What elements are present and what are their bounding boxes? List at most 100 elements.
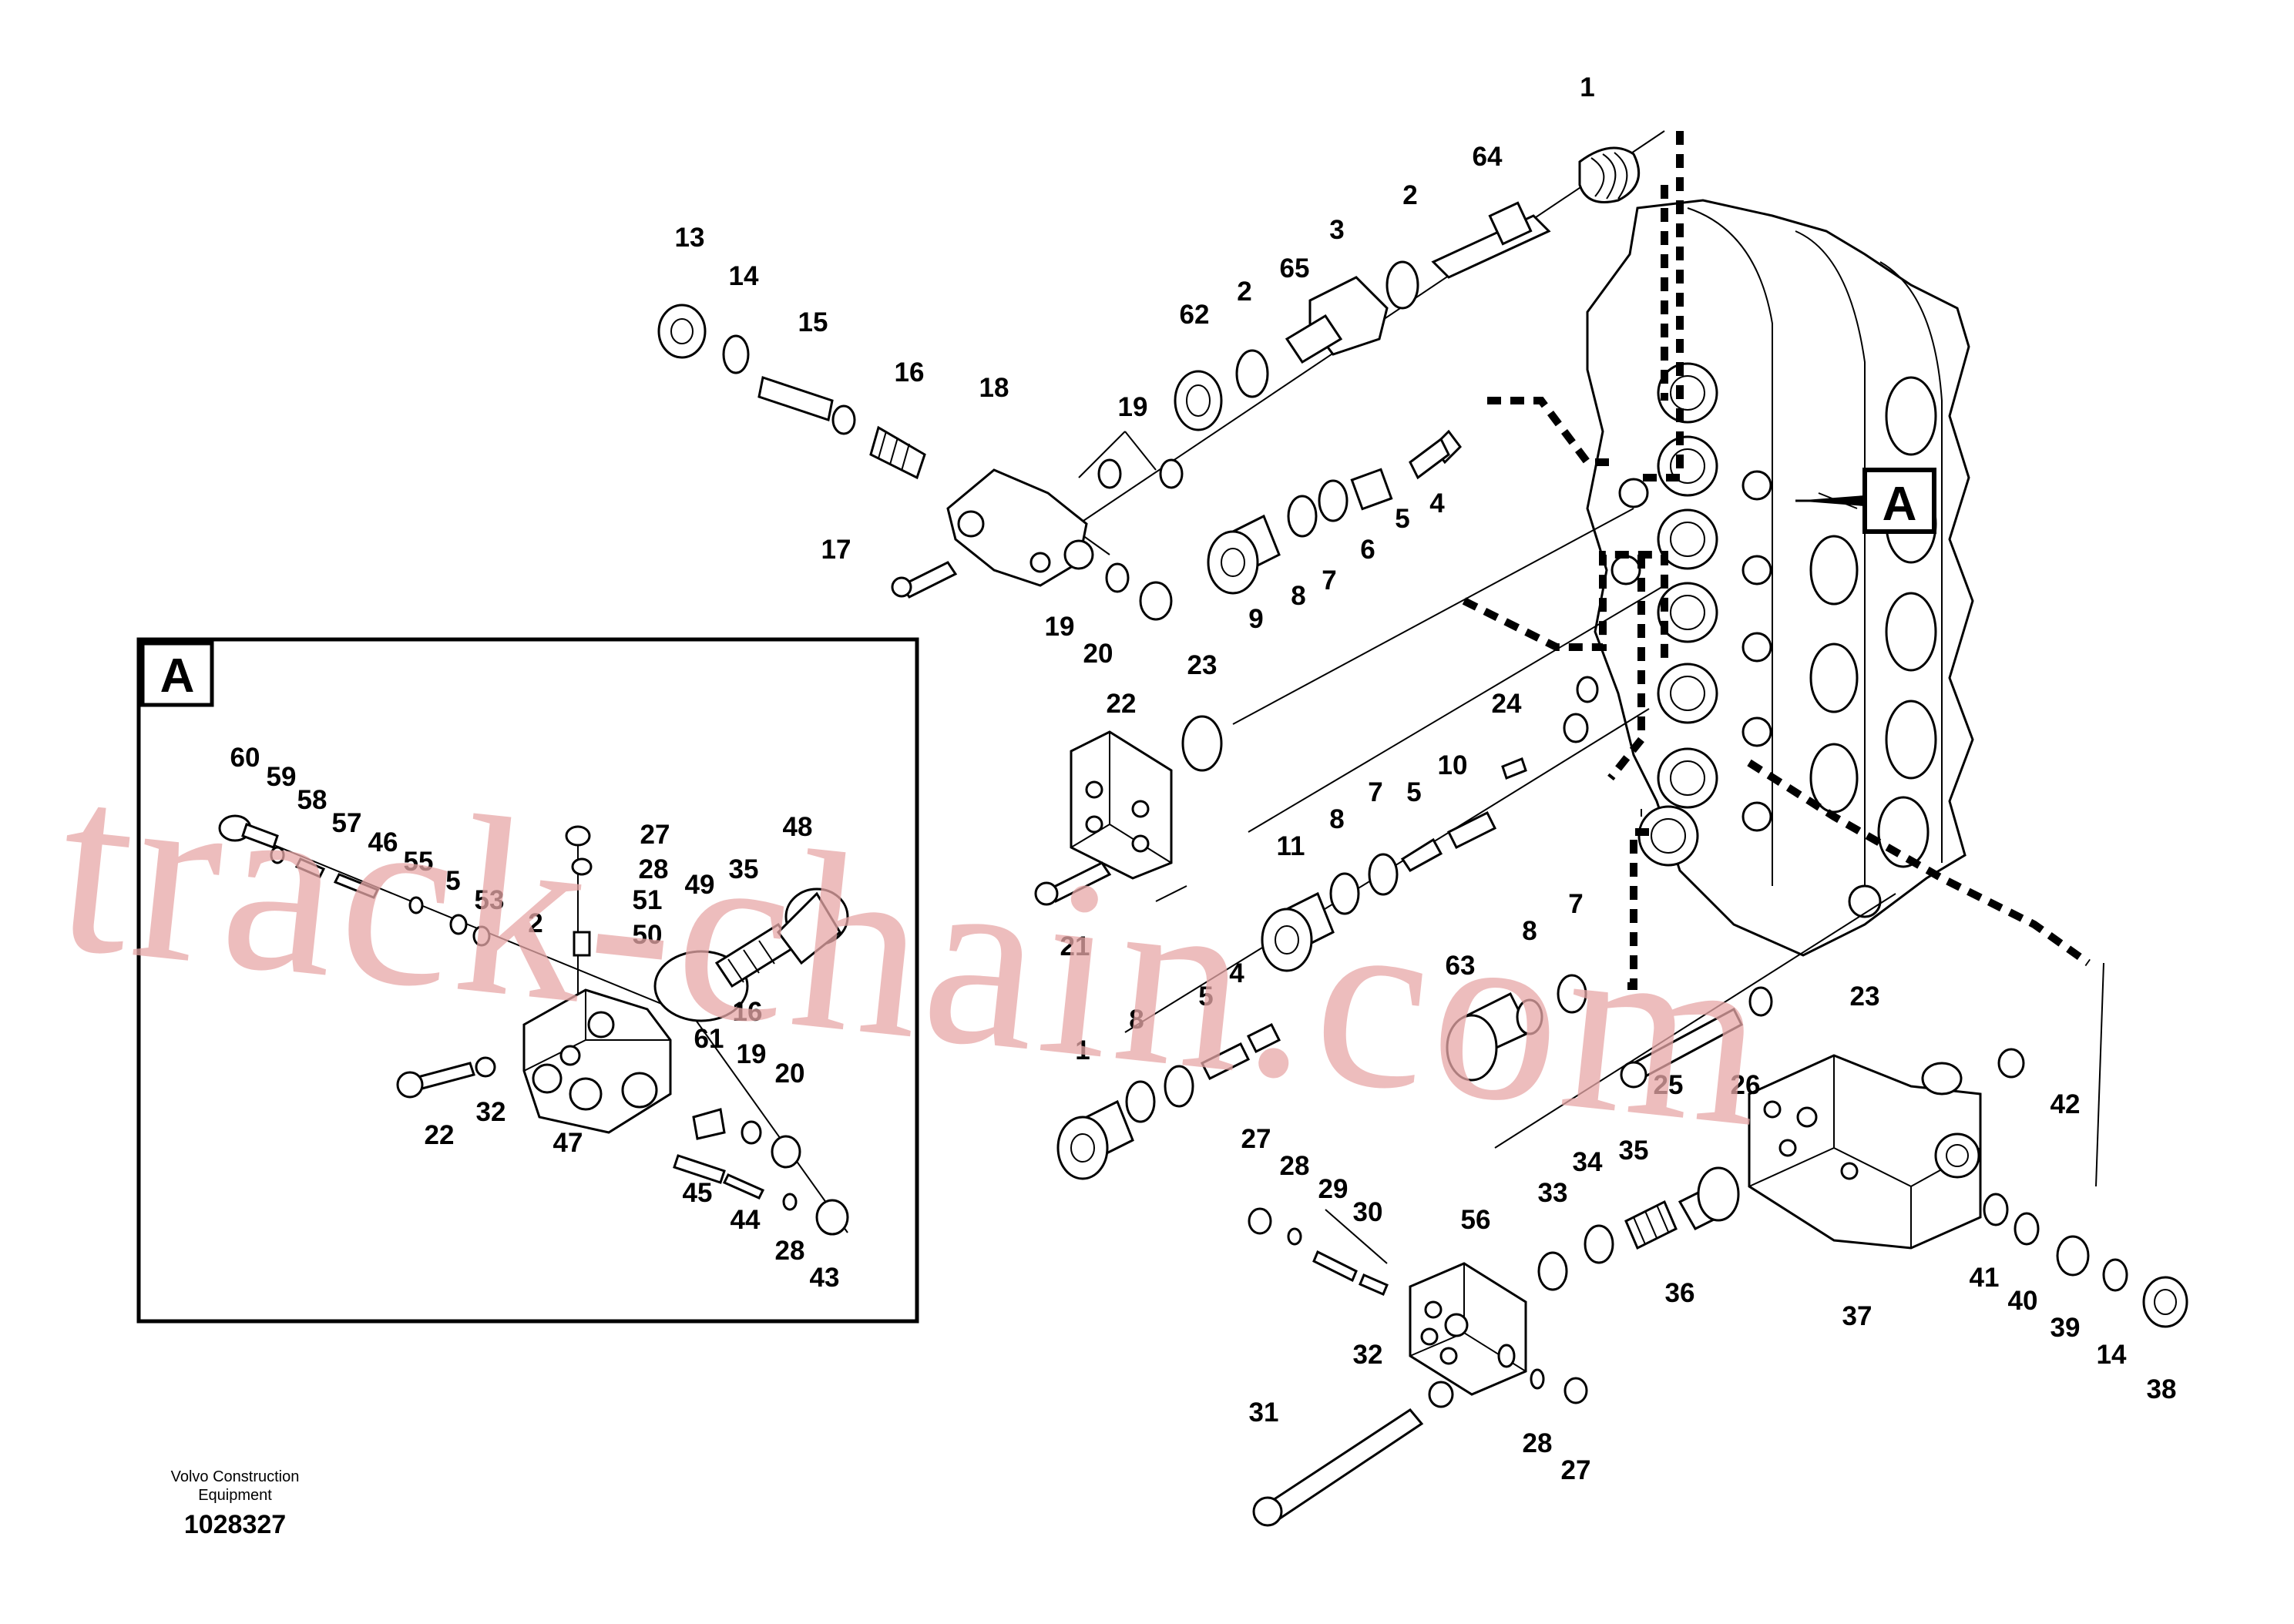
detail-label: 5 — [445, 866, 460, 896]
part-label: 8 — [1129, 1005, 1144, 1035]
part-label: 4 — [1429, 488, 1445, 518]
detail-label: 58 — [297, 785, 327, 815]
part-label: 1 — [1075, 1035, 1090, 1065]
main-part-labels: 1 64 2 3 65 62 2 13 14 15 16 18 19 19 17… — [675, 72, 2177, 1485]
detail-label: 55 — [404, 847, 434, 877]
part-label: 35 — [1619, 1136, 1649, 1166]
part-label: 42 — [2050, 1089, 2081, 1119]
detail-label: 44 — [731, 1205, 761, 1235]
detail-label: 45 — [683, 1178, 713, 1208]
part-label: 63 — [1446, 951, 1476, 981]
part-label: 33 — [1538, 1178, 1568, 1208]
part-label: 5 — [1395, 504, 1409, 534]
part-label: 10 — [1438, 750, 1468, 780]
mid-spool-parts — [1207, 429, 1462, 595]
part-label: 5 — [1198, 981, 1213, 1012]
detail-a-inset: A — [136, 637, 919, 1324]
part-label: 40 — [2008, 1286, 2038, 1316]
part-label: 21 — [1060, 931, 1090, 961]
part-label: 8 — [1291, 581, 1305, 611]
part-label: 5 — [1406, 777, 1421, 807]
part-label: 8 — [1522, 916, 1537, 946]
part-label: 8 — [1329, 804, 1344, 834]
detail-label: 59 — [267, 762, 297, 792]
part-label: 7 — [1568, 889, 1583, 919]
part-label: 9 — [1248, 604, 1263, 634]
part-label: 17 — [821, 535, 851, 565]
part-label: 41 — [1970, 1263, 2000, 1293]
part-label: 7 — [1368, 777, 1382, 807]
part-label: 6 — [1360, 535, 1375, 565]
part-label: 15 — [798, 307, 828, 337]
brand-line-1: Volvo Construction — [170, 1468, 300, 1485]
detail-label: 60 — [230, 743, 260, 773]
block-56-parts — [1248, 1166, 1740, 1527]
cover-plate-parts — [1034, 715, 1223, 906]
detail-inset-title: A — [160, 649, 195, 703]
top-spool-parts — [1174, 146, 1641, 431]
part-label: 16 — [895, 357, 925, 388]
part-label: 39 — [2050, 1313, 2081, 1343]
part-label: 56 — [1461, 1205, 1491, 1235]
lower-spool-parts — [1056, 974, 1587, 1180]
detail-label: 20 — [775, 1059, 805, 1089]
spool-10-11-parts — [1261, 676, 1599, 972]
detail-label: 2 — [528, 908, 542, 938]
part-label: 13 — [675, 223, 705, 253]
part-label: 65 — [1280, 253, 1310, 284]
part-label: 23 — [1850, 981, 1880, 1012]
part-label: 26 — [1731, 1070, 1761, 1100]
part-label: 32 — [1353, 1340, 1383, 1370]
detail-label: 27 — [640, 820, 670, 850]
brand-label: Volvo Construction Equipment — [131, 1468, 339, 1505]
detail-callout-box: A — [1795, 468, 1936, 534]
part-label: 62 — [1180, 300, 1210, 330]
part-label: 3 — [1329, 215, 1344, 245]
brand-line-2: Equipment — [198, 1487, 272, 1504]
part-label: 29 — [1318, 1174, 1349, 1204]
part-label: 36 — [1665, 1278, 1695, 1308]
part-label: 14 — [2097, 1340, 2127, 1370]
part-label: 37 — [1842, 1301, 1872, 1331]
detail-label: 53 — [475, 885, 505, 915]
part-label: 19 — [1045, 612, 1075, 642]
part-label: 24 — [1492, 689, 1522, 719]
part-label: 28 — [1280, 1151, 1310, 1181]
detail-label: 28 — [775, 1236, 805, 1266]
detail-label: 51 — [633, 885, 663, 915]
drawing-number: 1028327 — [183, 1510, 287, 1539]
part-label: 30 — [1353, 1197, 1383, 1227]
part-label: 2 — [1402, 180, 1417, 210]
detail-label: 46 — [368, 827, 398, 857]
detail-label: 28 — [639, 854, 669, 884]
part-label: 7 — [1322, 565, 1336, 596]
block-37-parts — [1748, 1048, 2188, 1328]
detail-label: 32 — [476, 1097, 506, 1127]
part-label: 14 — [729, 261, 759, 291]
part-label: 19 — [1118, 392, 1148, 422]
part-label: 28 — [1523, 1428, 1553, 1458]
part-label: 23 — [1187, 650, 1218, 680]
part-label: 25 — [1654, 1070, 1684, 1100]
detail-label: 57 — [332, 808, 362, 838]
part-label: 18 — [979, 373, 1009, 403]
detail-label: 43 — [810, 1263, 840, 1293]
detail-label: 47 — [553, 1128, 583, 1158]
part-label: 31 — [1249, 1398, 1279, 1428]
detail-label: 16 — [733, 997, 763, 1027]
detail-label: 35 — [729, 854, 759, 884]
part-label: 22 — [1107, 689, 1137, 719]
part-label: 27 — [1561, 1455, 1591, 1485]
detail-callout-label: A — [1883, 478, 1917, 531]
detail-label: 49 — [685, 870, 715, 900]
part-label: 34 — [1573, 1147, 1603, 1177]
part-label: 1 — [1580, 72, 1594, 102]
relief-valve-parts — [657, 304, 1184, 621]
part-label: 64 — [1473, 142, 1503, 172]
part-label: 38 — [2147, 1374, 2177, 1404]
detail-label: 50 — [633, 920, 663, 950]
part-label: 4 — [1229, 958, 1244, 988]
detail-label: 61 — [694, 1024, 724, 1054]
detail-label: 19 — [737, 1039, 767, 1069]
